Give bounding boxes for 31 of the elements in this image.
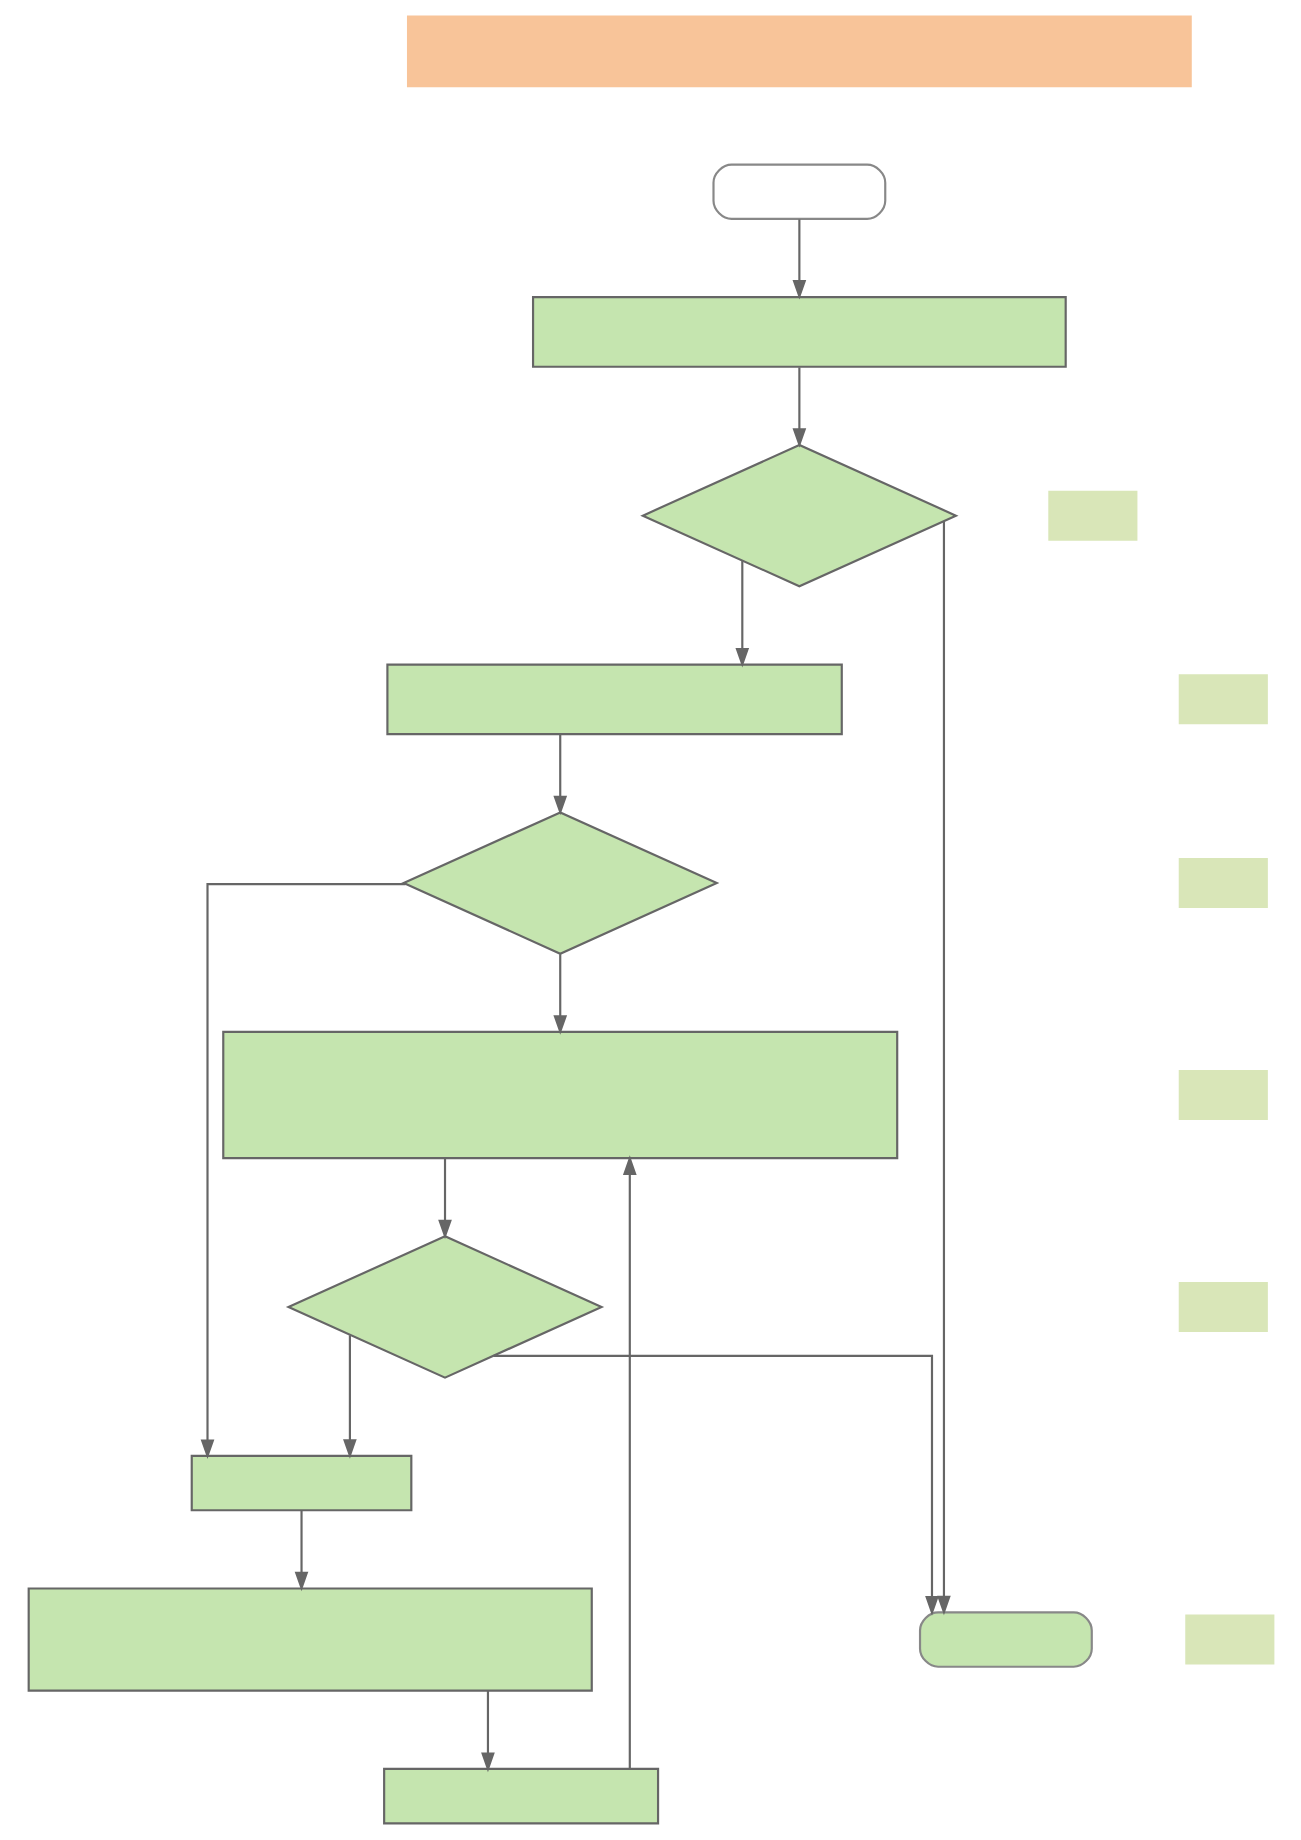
node-tag [1178, 1281, 1268, 1332]
arrow [480, 1690, 495, 1773]
node-tag [1178, 674, 1268, 725]
node-tag [1178, 1070, 1268, 1120]
node-diamond [400, 811, 719, 955]
node-box [531, 296, 1067, 368]
arrow [342, 1335, 357, 1459]
node-tag [1184, 1614, 1274, 1665]
node-diamond [285, 1235, 604, 1379]
arrow [622, 1155, 637, 1769]
node-tag [1047, 490, 1137, 541]
arrow [294, 1510, 308, 1592]
arrow [792, 219, 806, 300]
node-box [190, 1454, 412, 1512]
arrow [734, 561, 749, 668]
node-bar [406, 15, 1192, 88]
node-tag [1178, 858, 1268, 909]
node-box [221, 1030, 898, 1160]
arrow [200, 883, 405, 1460]
node-box [385, 663, 843, 736]
arrow [552, 954, 567, 1035]
node-box [27, 1587, 593, 1692]
arrow [493, 1354, 939, 1616]
arrow [936, 521, 951, 1616]
arrow [792, 367, 806, 448]
node-capsule [711, 163, 886, 220]
node-capsule [918, 1611, 1093, 1668]
arrow [437, 1158, 452, 1240]
node-diamond [639, 443, 959, 588]
node-box [382, 1767, 659, 1825]
arrow [552, 734, 567, 816]
